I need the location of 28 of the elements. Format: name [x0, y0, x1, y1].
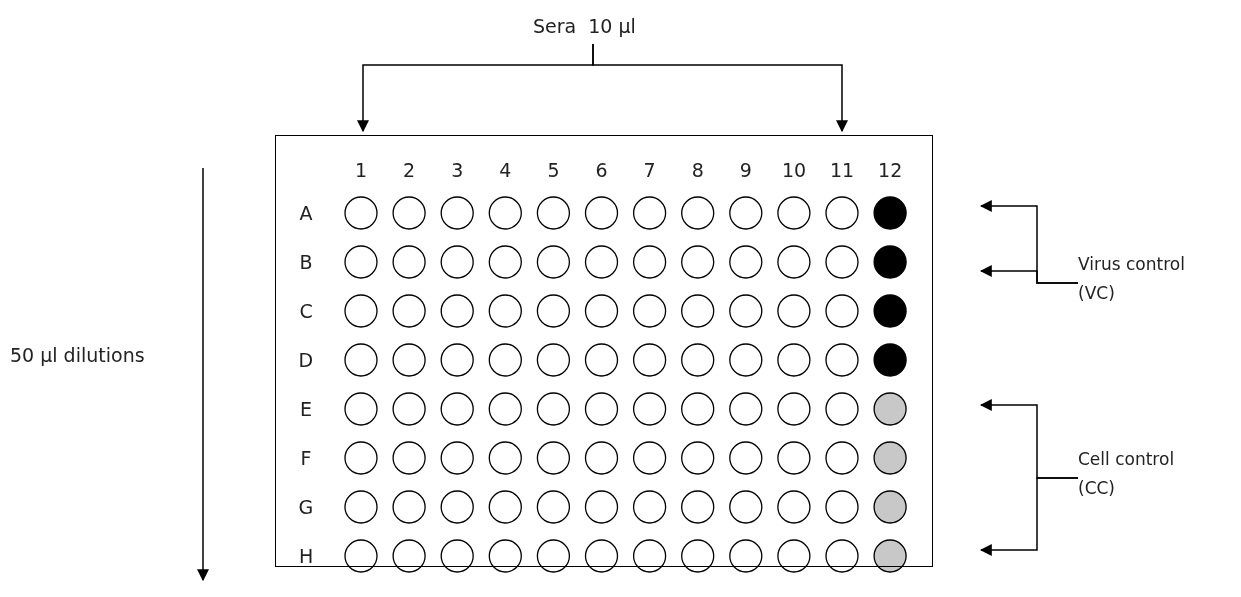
column-number: 6	[595, 158, 608, 183]
row-letter: F	[300, 446, 312, 471]
arrow	[979, 477, 1079, 556]
column-number: 3	[451, 158, 464, 183]
row-letter: C	[299, 299, 313, 324]
column-number: 10	[781, 158, 807, 183]
row-letter: E	[300, 397, 312, 422]
arrow	[592, 43, 848, 133]
column-number: 9	[739, 158, 752, 183]
column-number: 5	[547, 158, 560, 183]
column-number: 1	[355, 158, 368, 183]
control-label: Cell control (CC)	[1078, 445, 1193, 503]
row-letter: G	[298, 495, 314, 520]
column-number: 11	[830, 158, 855, 183]
column-number: 2	[403, 158, 416, 183]
volume-label: 50 µl dilutions	[10, 343, 145, 368]
well-plate	[275, 135, 933, 567]
arrow	[979, 265, 1079, 284]
row-letter: H	[299, 544, 314, 569]
column-number: 4	[499, 158, 512, 183]
volume-label: Sera 10 µl	[533, 10, 653, 43]
column-number: 12	[878, 158, 903, 183]
row-letter: A	[299, 201, 313, 226]
row-letter: B	[299, 250, 313, 275]
row-letter: D	[298, 348, 314, 373]
column-number: 7	[643, 158, 656, 183]
column-number: 8	[691, 158, 704, 183]
control-label: Virus control (VC)	[1078, 250, 1193, 308]
